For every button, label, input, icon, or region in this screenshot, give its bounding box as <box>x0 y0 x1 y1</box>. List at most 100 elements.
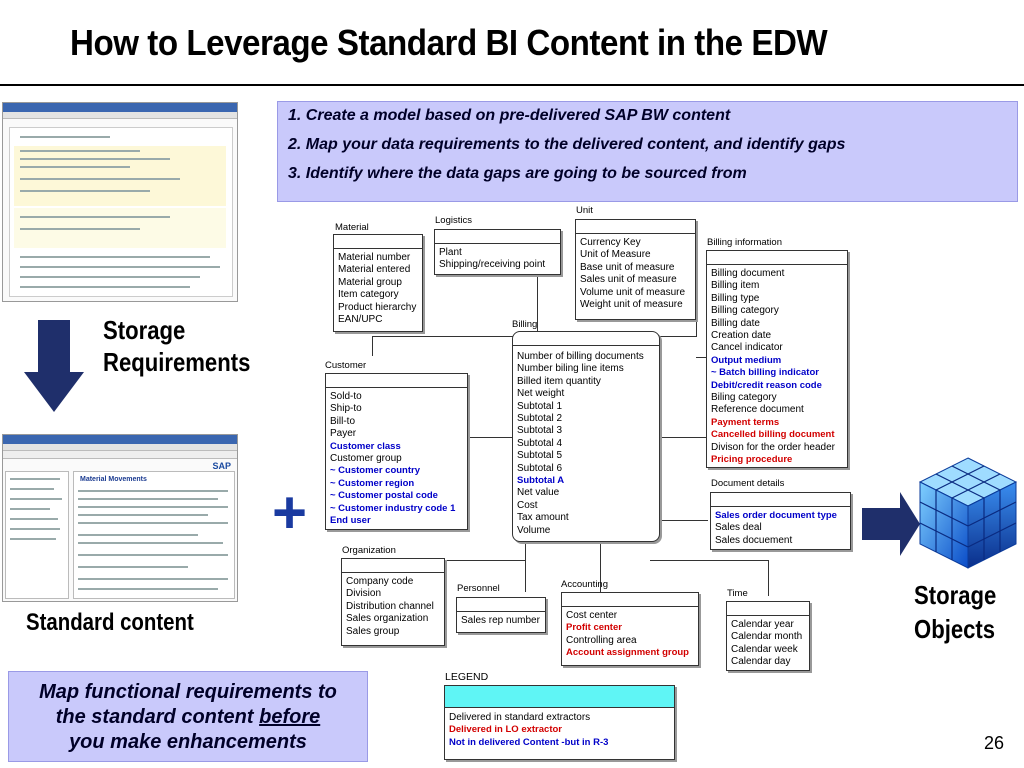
attribute-row: Sales deal <box>715 522 762 534</box>
attribute-row: Profit center <box>566 622 622 634</box>
callout-line-2: the standard content before <box>55 706 321 728</box>
attribute-row: Number biling line items <box>517 363 624 375</box>
page-number: 26 <box>983 733 1004 753</box>
attribute-row: Billing type <box>711 292 760 304</box>
attribute-row: Delivered in LO extractor <box>449 724 562 736</box>
attribute-row: Customer class <box>330 440 401 452</box>
storage-requirements-label: Storage Requirements <box>103 315 251 377</box>
attribute-row: Divison for the order header <box>711 441 835 453</box>
callout-line-1: Map functional requirements to <box>39 681 337 703</box>
attribute-row: Customer group <box>330 453 402 465</box>
arrow-down-icon <box>24 320 84 412</box>
attribute-row: Currency Key <box>580 237 641 248</box>
connector <box>445 560 525 561</box>
attribute-row: Material group <box>338 276 402 288</box>
attribute-row: Creation date <box>711 330 772 342</box>
attribute-row: Unit of Measure <box>580 249 651 261</box>
attribute-row: Reference document <box>711 404 804 416</box>
time-entity-label: Time <box>727 588 748 599</box>
steps-box: 1. Create a model based on pre-delivered… <box>277 101 1018 202</box>
attribute-row: Pricing procedure <box>711 454 793 466</box>
attribute-row: Payer <box>330 428 357 440</box>
attribute-row: Distribution channel <box>346 600 434 612</box>
attribute-row: Account assignment group <box>566 647 689 659</box>
attribute-row: Billing date <box>711 317 760 329</box>
organization-entity-label: Organization <box>342 545 396 556</box>
attribute-row: Sales unit of measure <box>580 274 677 286</box>
attribute-row: Item category <box>338 289 399 301</box>
attribute-row: Base unit of measure <box>580 261 675 273</box>
attribute-row: Controlling area <box>566 634 637 646</box>
attribute-row: Not in delivered Content -but in R-3 <box>449 736 609 748</box>
attribute-row: Tax amount <box>517 512 569 524</box>
attribute-row: Material number <box>338 252 411 263</box>
standard-content-label: Standard content <box>26 609 194 636</box>
attribute-row: Calendar week <box>731 643 798 655</box>
attribute-row: Number of billing documents <box>517 351 644 362</box>
attribute-row: Cancelled billing document <box>711 429 835 441</box>
attribute-row: Subtotal 3 <box>517 425 563 437</box>
attribute-row: Sales organization <box>346 613 429 625</box>
legend-label: LEGEND <box>445 671 489 683</box>
attribute-row: Cost center <box>566 610 618 621</box>
attribute-row: Subtotal 1 <box>517 400 563 412</box>
accounting-entity-label: Accounting <box>561 579 609 590</box>
attribute-row: EAN/UPC <box>338 314 383 326</box>
connector <box>660 437 708 438</box>
attribute-row: Calendar year <box>731 619 794 630</box>
connector <box>468 437 512 438</box>
attribute-row: Biling category <box>711 392 777 404</box>
attribute-row: Net value <box>517 487 560 499</box>
attribute-row: Net weight <box>517 388 565 400</box>
attribute-row: Division <box>346 588 382 600</box>
attribute-row: Sales docuement <box>715 534 793 546</box>
attribute-row: Volume unit of measure <box>580 286 686 298</box>
attribute-row: Sales rep number <box>461 615 540 626</box>
attribute-row: Debit/credit reason code <box>711 379 822 391</box>
attribute-row: End user <box>330 515 371 527</box>
personnel-entity-label: Personnel <box>457 583 500 594</box>
attribute-row: Plant <box>439 247 462 258</box>
attribute-row: Cancel indicator <box>711 342 783 354</box>
attribute-row: Company code <box>346 576 414 587</box>
attribute-row: Sold-to <box>330 391 362 402</box>
step-2: 2. Map your data requirements to the del… <box>288 136 846 153</box>
attribute-row: ~ Customer industry code 1 <box>330 502 456 514</box>
attribute-row: Subtotal 2 <box>517 413 563 425</box>
attribute-row: Shipping/receiving point <box>439 259 546 271</box>
step-1: 1. Create a model based on pre-delivered… <box>288 107 731 124</box>
plus-icon: + <box>272 479 308 546</box>
attribute-row: Billed item quantity <box>517 375 601 387</box>
arrow-right-icon <box>862 492 920 556</box>
connector <box>650 560 768 561</box>
attribute-row: Cost <box>517 499 538 511</box>
attribute-row: Output medium <box>711 354 782 366</box>
unit-entity-label: Unit <box>576 205 593 216</box>
title-rule <box>0 84 1024 86</box>
attribute-row: Bill-to <box>330 415 356 427</box>
attribute-row: ~ Customer country <box>330 465 421 477</box>
attribute-row: Weight unit of measure <box>580 299 683 311</box>
connector <box>600 540 601 592</box>
callout-box: Map functional requirements to the stand… <box>8 671 368 762</box>
storage-objects-label: Storage Objects <box>914 580 997 644</box>
page-title: How to Leverage Standard BI Content in t… <box>70 22 828 63</box>
attribute-row: Sales order document type <box>715 510 837 521</box>
attribute-row: Subtotal 5 <box>517 450 563 462</box>
step-3: 3. Identify where the data gaps are goin… <box>288 165 747 182</box>
logistics-entity-label: Logistics <box>435 215 472 226</box>
attribute-row: Subtotal A <box>517 475 565 487</box>
document-details-entity-label: Document details <box>711 478 785 489</box>
personnel-entity: Sales rep number <box>456 597 546 633</box>
connector <box>537 275 538 336</box>
storage-cube-icon <box>918 457 1018 569</box>
connector <box>660 520 708 521</box>
attribute-row: Billing document <box>711 268 785 279</box>
